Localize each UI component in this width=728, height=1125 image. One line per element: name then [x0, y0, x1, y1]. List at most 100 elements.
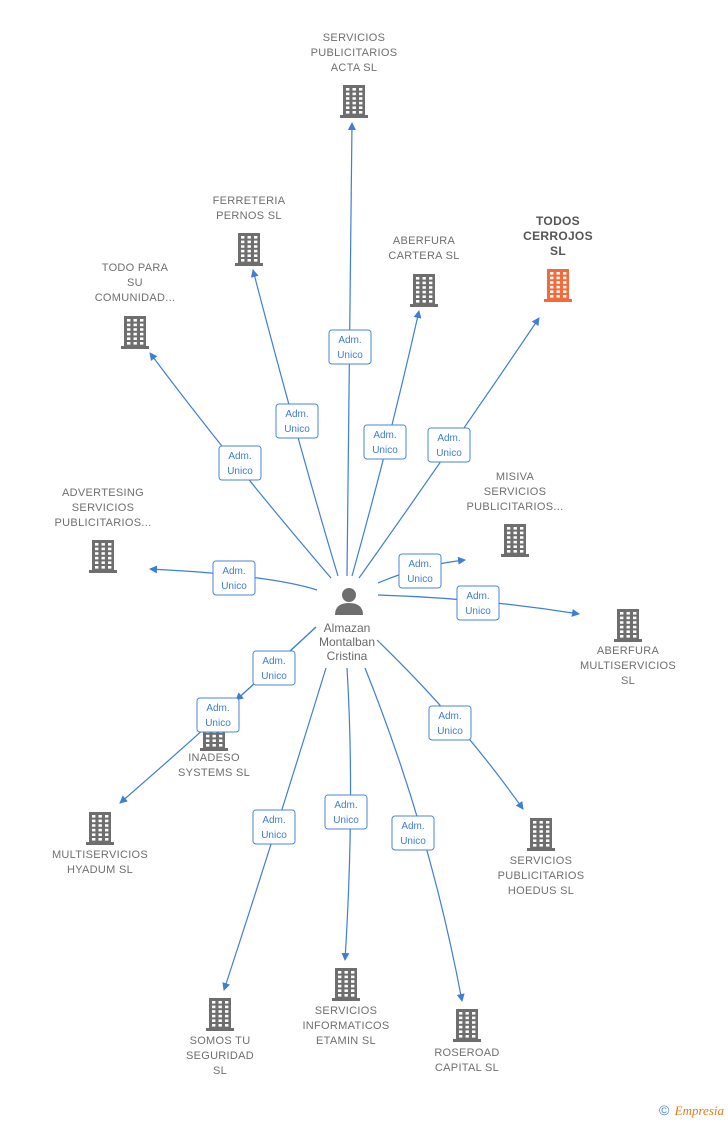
- building-icon[interactable]: [121, 316, 149, 349]
- relation-label-line: Unico: [372, 445, 398, 456]
- company-label-line: PUBLICITARIOS: [498, 870, 585, 882]
- building-icon[interactable]: [89, 540, 117, 573]
- company-label-somos[interactable]: SOMOS TU SEGURIDAD SL: [186, 1035, 254, 1077]
- relation-label-line: Unico: [465, 606, 491, 617]
- relation-badge[interactable]: Adm.Unico: [398, 553, 442, 589]
- building-icon[interactable]: [86, 812, 114, 845]
- relation-label-line: Adm.: [285, 409, 308, 420]
- company-label-line: MISIVA: [496, 471, 535, 483]
- relation-badge[interactable]: Adm.Unico: [212, 560, 256, 596]
- relation-label-line: Adm.: [262, 815, 285, 826]
- company-label-line: ROSEROAD: [434, 1047, 499, 1059]
- relation-badge[interactable]: Adm. Unico: [218, 445, 262, 481]
- relation-label-line: Adm.: [437, 433, 460, 444]
- company-label-line: SL: [213, 1065, 227, 1077]
- relation-label-line: Adm.: [466, 591, 489, 602]
- building-icon[interactable]: [527, 818, 555, 851]
- relation-badge[interactable]: Adm. Unico: [252, 650, 296, 686]
- company-label-line: PUBLICITARIOS...: [55, 517, 152, 529]
- footer-credit: © Empresia: [659, 1102, 724, 1119]
- relation-label-line: Adm.: [438, 711, 461, 722]
- building-icon[interactable]: [332, 968, 360, 1001]
- company-label-line: INFORMATICOS: [302, 1020, 389, 1032]
- building-icon[interactable]: [544, 269, 572, 302]
- relation-label-line: Unico: [400, 836, 426, 847]
- relation-label-line: Unico: [436, 448, 462, 459]
- relation-label-line: Unico: [261, 830, 287, 841]
- relation-label-line: Unico: [437, 726, 463, 737]
- company-label-line: MULTISERVICIOS: [52, 849, 148, 861]
- company-label-hyadum[interactable]: MULTISERVICIOS HYADUM SL: [52, 849, 148, 876]
- building-icon[interactable]: [340, 85, 368, 118]
- building-icon[interactable]: [453, 1009, 481, 1042]
- company-label-line: HOEDUS SL: [508, 885, 574, 897]
- relation-badge[interactable]: Adm. Unico: [252, 809, 296, 845]
- company-label-etamin[interactable]: SERVICIOS INFORMATICOS ETAMIN SL: [302, 1005, 389, 1047]
- company-label-line: CERROJOS: [523, 229, 593, 243]
- relation-label-line: Adm.: [262, 656, 285, 667]
- relation-label-line: Unico: [333, 815, 359, 826]
- building-icon[interactable]: [501, 524, 529, 557]
- company-label-line: INADESO: [188, 752, 240, 764]
- company-label-line: TODOS: [536, 214, 580, 228]
- building-icon[interactable]: [206, 998, 234, 1031]
- company-label-line: ADVERTESING: [62, 487, 144, 499]
- relation-badges-layer: Adm.UnicoAdm.UnicoAdm.UnicoAdm.UnicoAdm.…: [196, 329, 500, 851]
- relation-badge[interactable]: Adm. Unico: [427, 427, 471, 463]
- company-label-line: ABERFURA: [393, 235, 456, 247]
- building-icon[interactable]: [614, 609, 642, 642]
- relation-label-line: Adm.: [334, 800, 357, 811]
- relation-label-line: Unico: [261, 671, 287, 682]
- company-label-inadeso[interactable]: INADESO SYSTEMS SL: [178, 752, 250, 779]
- relation-badge[interactable]: Adm.Unico: [196, 697, 240, 733]
- company-label-line: CARTERA SL: [388, 250, 459, 262]
- company-label-line: TODO PARA: [102, 262, 169, 274]
- relation-label-line: Unico: [337, 350, 363, 361]
- relation-label-line: Unico: [407, 574, 433, 585]
- relation-label-line: Adm.: [338, 335, 361, 346]
- company-label-line: COMUNIDAD...: [95, 292, 176, 304]
- company-label-line: SERVICIOS: [315, 1005, 377, 1017]
- company-label-line: SERVICIOS: [323, 32, 385, 44]
- building-icon[interactable]: [235, 233, 263, 266]
- company-label-cartera[interactable]: ABERFURA CARTERA SL: [388, 235, 459, 262]
- company-label-line: SYSTEMS SL: [178, 767, 250, 779]
- relation-label-line: Unico: [227, 466, 253, 477]
- copyright-symbol: ©: [658, 1102, 670, 1118]
- relation-badge[interactable]: Adm.Unico: [391, 815, 435, 851]
- person-name-line: Montalban: [319, 635, 375, 649]
- company-label-line: SERVICIOS: [484, 486, 546, 498]
- company-label-line: SL: [550, 244, 566, 258]
- company-label-line: MULTISERVICIOS: [580, 660, 676, 672]
- company-label-line: ABERFURA: [597, 645, 660, 657]
- relation-label-line: Adm.: [228, 451, 251, 462]
- relation-badge[interactable]: Adm. Unico: [428, 705, 472, 741]
- relation-label-line: Unico: [284, 424, 310, 435]
- relation-badge[interactable]: Adm.Unico: [363, 424, 407, 460]
- relation-badge[interactable]: Adm. Unico: [328, 329, 372, 365]
- company-label-line: SOMOS TU: [190, 1035, 251, 1047]
- relation-label-line: Unico: [205, 718, 231, 729]
- company-label-line: SU: [127, 277, 143, 289]
- company-label-line: ETAMIN SL: [316, 1035, 376, 1047]
- company-label-line: SEGURIDAD: [186, 1050, 254, 1062]
- company-label-line: HYADUM SL: [67, 864, 133, 876]
- relation-badge[interactable]: Adm. Unico: [324, 794, 368, 830]
- relation-badge[interactable]: Adm. Unico: [275, 403, 319, 439]
- relation-badge[interactable]: Adm. Unico: [456, 585, 500, 621]
- relation-label-line: Unico: [221, 581, 247, 592]
- company-label-comunidad[interactable]: TODO PARA SU COMUNIDAD...: [95, 262, 176, 304]
- building-icon[interactable]: [410, 274, 438, 307]
- brand-logo[interactable]: Empresia: [674, 1103, 724, 1118]
